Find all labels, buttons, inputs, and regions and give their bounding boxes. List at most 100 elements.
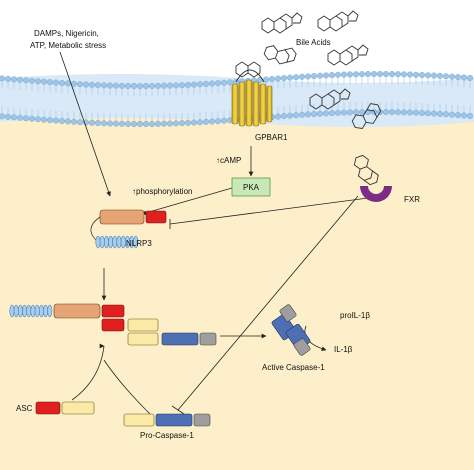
- lipid-head: [467, 112, 474, 119]
- lipid-head: [202, 80, 209, 87]
- lipid-head: [401, 109, 408, 116]
- lipid-head: [29, 115, 36, 122]
- cytoplasm: [0, 114, 474, 470]
- lipid-head: [190, 119, 197, 126]
- lipid-head: [94, 120, 101, 127]
- lipid-head: [329, 110, 336, 117]
- lipid-head: [431, 72, 438, 79]
- lipid-head: [220, 117, 227, 124]
- lipid-head: [160, 120, 167, 127]
- lipid-head: [467, 74, 474, 81]
- pka-box: PKA: [231, 177, 271, 197]
- lrr-repeat: [99, 235, 105, 249]
- asc-label: ASC: [16, 404, 33, 413]
- asc-protein: [35, 401, 95, 415]
- lrr-repeat: [112, 235, 118, 249]
- lipid-head: [455, 112, 462, 119]
- lipid-head: [305, 73, 312, 80]
- lipid-head: [311, 73, 318, 80]
- gpbar1-receptor: [231, 69, 273, 127]
- lipid-head: [293, 74, 300, 81]
- lipid-head: [293, 112, 300, 119]
- active-caspase1-label: Active Caspase-1: [262, 363, 325, 372]
- lrr-repeat: [26, 304, 32, 318]
- lipid-head: [226, 79, 233, 86]
- lipid-head: [184, 81, 191, 88]
- lipid-head: [76, 81, 83, 88]
- lipid-head: [371, 71, 378, 78]
- gpbar1-label: GPBAR1: [255, 133, 288, 142]
- lipid-head: [0, 113, 5, 120]
- lipid-head: [323, 110, 330, 117]
- lipid-head: [395, 71, 402, 78]
- lipid-head: [106, 82, 113, 89]
- lipid-head: [100, 120, 107, 127]
- lipid-head: [353, 71, 360, 78]
- lipid-head: [335, 109, 342, 116]
- lipid-head: [154, 82, 161, 89]
- fxr-label: FXR: [404, 195, 420, 204]
- fxr-receptor: [360, 186, 392, 202]
- lipid-head: [287, 112, 294, 119]
- lipid-head: [148, 120, 155, 127]
- lipid-head: [341, 71, 348, 78]
- phosphorylation-label: ↑phosphorylation: [132, 187, 192, 196]
- lipid-head: [220, 79, 227, 86]
- lipid-head: [64, 118, 71, 125]
- lipid-head: [208, 118, 215, 125]
- lrr-repeat: [17, 304, 23, 318]
- lipid-head: [112, 82, 119, 89]
- lipid-head: [118, 82, 125, 89]
- lipid-head: [124, 120, 131, 127]
- arrow-asc-procaspase-to-assembly: [71, 346, 104, 401]
- lipid-head: [275, 75, 282, 82]
- lipid-head: [365, 71, 372, 78]
- lipid-head: [47, 79, 54, 86]
- lrr-repeat: [133, 235, 139, 249]
- lipid-head: [59, 117, 66, 124]
- lipid-head: [214, 80, 221, 87]
- lipid-head: [130, 120, 137, 127]
- lrr-repeat: [30, 304, 36, 318]
- stimuli-label-line2: ATP, Metabolic stress: [30, 41, 106, 50]
- lipid-head: [419, 109, 426, 116]
- lipid-head: [281, 113, 288, 120]
- lipid-head: [359, 71, 366, 78]
- lipid-head: [269, 76, 276, 83]
- lipid-head: [118, 120, 125, 127]
- lipid-head: [106, 120, 113, 127]
- nlrp3-inactive: [90, 209, 167, 249]
- lrr-repeat: [116, 235, 122, 249]
- lipid-head: [53, 79, 60, 86]
- active-caspase1: [271, 304, 311, 356]
- lrr-repeat: [103, 235, 109, 249]
- inflammasome-complex: [9, 303, 217, 346]
- bile-acids-label: Bile Acids: [296, 38, 331, 47]
- lipid-head: [124, 82, 131, 89]
- lipid-head: [413, 71, 420, 78]
- lrr-repeat: [108, 235, 114, 249]
- lipid-head: [172, 120, 179, 127]
- lipid-head: [41, 78, 48, 85]
- lipid-head: [17, 76, 24, 83]
- lipid-head: [317, 72, 324, 79]
- lipid-head: [166, 82, 173, 89]
- camp-label: ↑cAMP: [216, 156, 241, 165]
- lipid-head: [160, 82, 167, 89]
- lipid-head: [425, 72, 432, 79]
- lipid-head: [461, 74, 468, 81]
- lipid-head: [425, 110, 432, 117]
- lipid-head: [317, 110, 324, 117]
- extracellular-space: [0, 0, 474, 80]
- lipid-head: [449, 73, 456, 80]
- lipid-head: [299, 73, 306, 80]
- lipid-head: [130, 82, 137, 89]
- il1b-label: IL-1β: [334, 345, 353, 354]
- lipid-head: [287, 74, 294, 81]
- lipid-head: [76, 119, 83, 126]
- lrr-repeat: [22, 304, 28, 318]
- lipid-head: [347, 109, 354, 116]
- lrr-repeats: [95, 235, 139, 249]
- lipid-head: [341, 109, 348, 116]
- lipid-head: [443, 73, 450, 80]
